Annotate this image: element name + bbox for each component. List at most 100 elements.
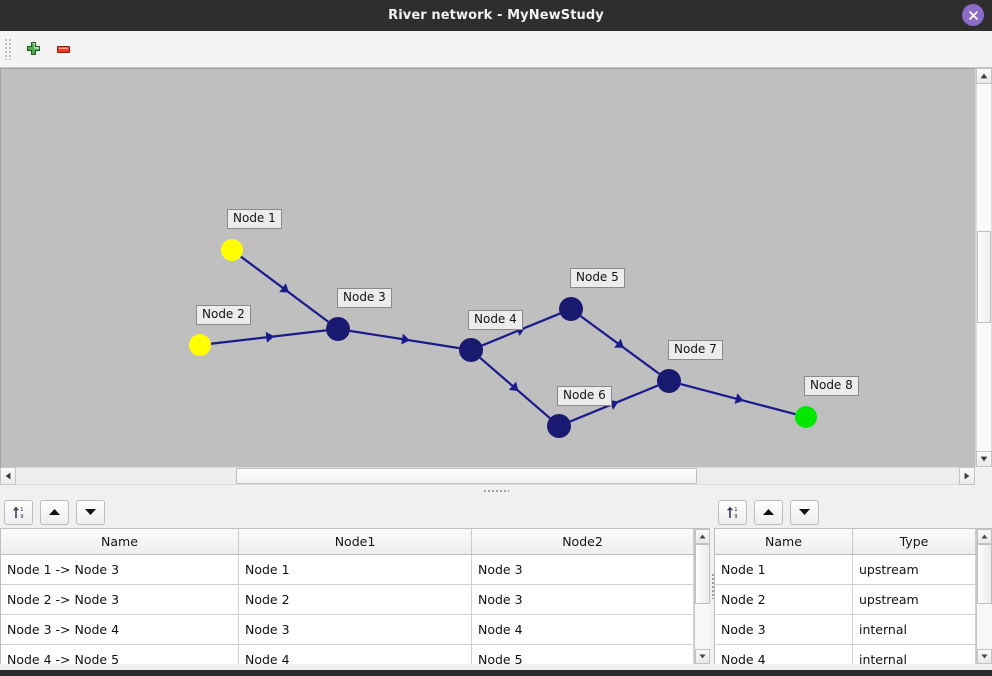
reaches-move-down-button[interactable] [76,499,105,525]
chevron-up-icon [980,73,988,79]
scroll-down-button[interactable] [976,451,992,467]
reaches-table-column-header[interactable]: Node1 [238,529,472,555]
reaches-table-cell[interactable]: Node 1 [238,554,472,585]
node-label-node-4[interactable]: Node 4 [468,310,523,330]
scroll-left-button[interactable] [0,467,16,485]
graph-node-node-4[interactable] [459,338,483,362]
nodes-table-column-header[interactable]: Type [852,529,976,555]
canvas-hscroll-track[interactable] [16,467,959,485]
nodes-table-cell[interactable]: internal [852,614,976,645]
nodes-scroll-up-button[interactable] [976,529,992,544]
graph-node-node-7[interactable] [657,369,681,393]
reaches-table-column-header[interactable]: Node2 [471,529,694,555]
reaches-move-up-button[interactable] [40,499,69,525]
svg-text:9: 9 [20,514,23,520]
chevron-down-icon [980,456,988,462]
nodes-toolbar: 1 9 [714,496,992,528]
nodes-table-cell[interactable]: upstream [852,584,976,615]
node-label-node-8[interactable]: Node 8 [804,376,859,396]
graph-node-node-5[interactable] [559,297,583,321]
reaches-scroll-up-button[interactable] [695,529,710,544]
nodes-vscroll-track[interactable] [976,544,992,649]
scroll-right-button[interactable] [959,467,975,485]
canvas-vertical-scrollbar[interactable] [975,68,992,467]
reaches-table-cell[interactable]: Node 3 [471,554,694,585]
node-label-node-5[interactable]: Node 5 [570,268,625,288]
nodes-table-cell[interactable]: internal [852,644,976,664]
nodes-move-down-button[interactable] [790,499,819,525]
node-label-node-6[interactable]: Node 6 [557,386,612,406]
add-node-button[interactable] [18,35,48,63]
nodes-table-cell[interactable]: Node 4 [715,644,853,664]
edges-layer [210,255,796,423]
reaches-sort-button[interactable]: 1 9 [4,499,33,525]
reaches-table-cell[interactable]: Node 4 [238,644,472,664]
node-label-node-3[interactable]: Node 3 [337,288,392,308]
reaches-table-cell[interactable]: Node 2 [238,584,472,615]
nodes-vertical-scrollbar[interactable] [975,529,992,664]
reaches-table-cell[interactable]: Node 3 -> Node 4 [1,614,239,645]
graph-node-node-2[interactable] [189,334,211,356]
graph-node-node-6[interactable] [547,414,571,438]
edge-arrow-icon [265,331,275,343]
chevron-right-icon [964,472,970,480]
reaches-table-cell[interactable]: Node 4 [471,614,694,645]
reaches-table-cell[interactable]: Node 5 [471,644,694,664]
canvas-vscroll-thumb[interactable] [977,231,991,323]
nodes-sort-button[interactable]: 1 9 [718,499,747,525]
reaches-scroll-down-button[interactable] [695,649,710,664]
vertical-splitter[interactable] [710,496,714,676]
reaches-table-cell[interactable]: Node 3 [471,584,694,615]
graph-node-node-8[interactable] [795,406,817,428]
edge-arrow-icon [279,283,289,293]
nodes-vscroll-thumb[interactable] [976,544,992,604]
scroll-up-button[interactable] [976,68,992,84]
nodes-table-column-header[interactable]: Name [715,529,853,555]
toolbar-drag-handle[interactable] [4,38,12,60]
nodes-table-cell[interactable]: Node 3 [715,614,853,645]
node-label-node-1[interactable]: Node 1 [227,209,282,229]
horizontal-splitter[interactable] [0,485,992,496]
reaches-vscroll-thumb[interactable] [695,544,710,604]
nodes-move-up-button[interactable] [754,499,783,525]
remove-node-button[interactable] [48,35,78,63]
node-label-node-2[interactable]: Node 2 [196,305,251,325]
network-canvas[interactable]: Node 1 Node 2 Node 3 Node 4 Node 5 Node 6 Node… [0,68,975,467]
reaches-table-cell[interactable]: Node 3 [238,614,472,645]
reaches-vertical-scrollbar[interactable] [694,529,710,664]
canvas-vscroll-track[interactable] [976,84,992,451]
nodes-table-cell[interactable]: upstream [852,554,976,585]
reaches-table-column-header[interactable]: Name [1,529,239,555]
graph-node-node-1[interactable] [221,239,243,261]
graph-node-node-3[interactable] [326,317,350,341]
nodes-table-cell[interactable]: Node 1 [715,554,853,585]
reaches-table-cell[interactable]: Node 4 -> Node 5 [1,644,239,664]
diagram-area: Node 1 Node 2 Node 3 Node 4 Node 5 Node 6 Node… [0,68,992,467]
edge-arrow-icon [734,393,744,404]
nodes-table-cell[interactable]: Node 2 [715,584,853,615]
nodes-layer [189,239,817,438]
canvas-horizontal-scrollbar[interactable] [0,467,992,485]
close-button[interactable] [962,4,984,26]
reaches-vscroll-track[interactable] [695,544,710,649]
node-label-node-7[interactable]: Node 7 [668,340,723,360]
nodes-scroll-down-button[interactable] [976,649,992,664]
reaches-table-cell[interactable]: Node 2 -> Node 3 [1,584,239,615]
reaches-table-cell[interactable]: Node 1 -> Node 3 [1,554,239,585]
scrollbar-corner [975,467,992,485]
canvas-hscroll-thumb[interactable] [236,468,697,484]
